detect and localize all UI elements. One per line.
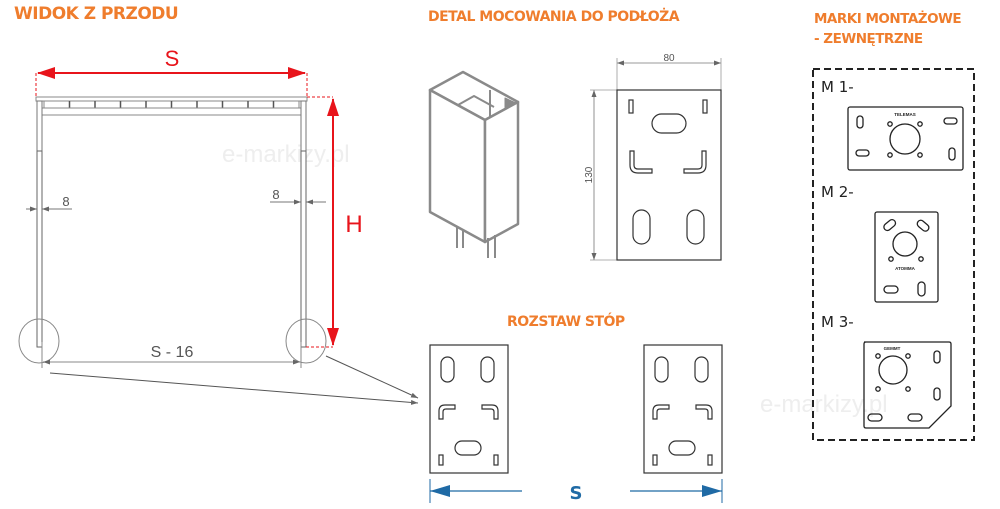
mounting-marks-frame bbox=[812, 68, 975, 441]
base-plate-drawing: 80 130 bbox=[584, 53, 722, 261]
left-foot-detail-circle bbox=[18, 318, 60, 364]
leader-line bbox=[49, 372, 419, 405]
post-isometric-drawing bbox=[428, 70, 520, 258]
mark-m2-plate bbox=[874, 211, 939, 303]
cassette-beam bbox=[41, 107, 302, 116]
right-post-top bbox=[300, 100, 307, 152]
front-view-title: WIDOK Z PRZODU bbox=[14, 4, 179, 24]
mark-m3-plate-text: GEMMT bbox=[884, 346, 901, 351]
watermark: e-markizy.pl bbox=[222, 141, 350, 168]
feet-spacing-title: ROZSTAW STÓP bbox=[507, 314, 625, 330]
cassette-top bbox=[35, 96, 308, 102]
mark-m1-plate bbox=[847, 106, 964, 171]
inner-width-label: S - 16 bbox=[151, 344, 194, 361]
mark-m3-plate bbox=[863, 341, 952, 429]
plate-height-label: 130 bbox=[584, 166, 595, 183]
mark-m2-plate-text: ATOMMA bbox=[895, 266, 916, 271]
mount-detail-title: DETAL MOCOWANIA DO PODŁOŻA bbox=[428, 9, 680, 25]
watermark: e-markizy.pl bbox=[760, 391, 888, 418]
height-label: H bbox=[345, 211, 362, 238]
left-post-top bbox=[36, 100, 43, 152]
plate-corner-slot bbox=[683, 150, 707, 174]
mounting-marks-title-line2: - ZEWNĘTRZNE bbox=[814, 31, 923, 47]
left-offset-label: 8 bbox=[62, 194, 69, 209]
mark-m1-plate-text: TELEMAS bbox=[894, 112, 916, 117]
right-foot-plate bbox=[643, 344, 723, 474]
plate-slot bbox=[628, 99, 634, 114]
post-side-face bbox=[483, 100, 520, 244]
mounting-marks-title-line1: MARKI MONTAŻOWE bbox=[814, 11, 962, 27]
plate-corner-slot bbox=[629, 150, 653, 174]
leader-line bbox=[325, 355, 419, 399]
right-post bbox=[300, 150, 307, 348]
width-label: S bbox=[165, 46, 180, 71]
right-offset-label: 8 bbox=[272, 187, 279, 202]
plate-slot bbox=[632, 209, 651, 245]
plate-width-label: 80 bbox=[663, 53, 675, 64]
right-foot-detail-circle bbox=[285, 318, 327, 364]
mark-m3-label: M 3- bbox=[821, 313, 854, 331]
mounting-marks-title: MARKI MONTAŻOWE - ZEWNĘTRZNE bbox=[814, 9, 962, 49]
feet-spacing-dimension: S bbox=[429, 479, 723, 504]
mark-m2-label: M 2- bbox=[821, 183, 854, 201]
plate-slot bbox=[702, 99, 708, 114]
feet-spacing-label: S bbox=[570, 483, 583, 504]
louver-dividers bbox=[68, 101, 275, 108]
front-view-drawing: S H 8 8 S - 16 bbox=[18, 46, 419, 405]
plate-slot bbox=[686, 209, 705, 245]
left-foot-plate bbox=[429, 344, 509, 474]
left-post bbox=[36, 150, 43, 348]
plate-outline bbox=[616, 89, 722, 261]
plate-slot bbox=[651, 113, 687, 134]
mark-m1-label: M 1- bbox=[821, 78, 854, 96]
